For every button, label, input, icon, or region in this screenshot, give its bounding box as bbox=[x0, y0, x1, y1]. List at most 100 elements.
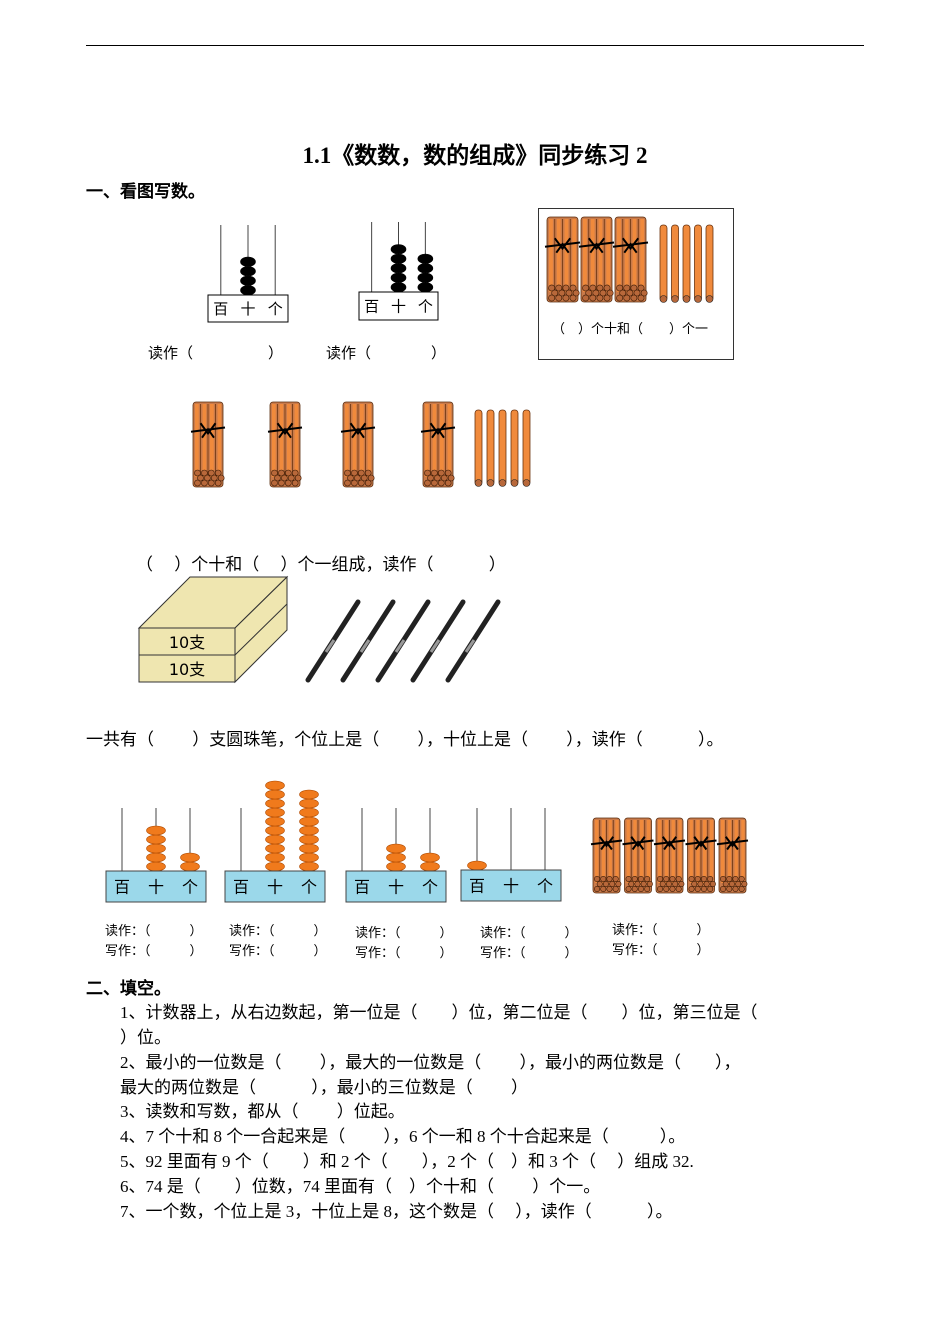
read-3: 读作：（ ） bbox=[355, 926, 453, 941]
abacus-frame bbox=[105, 870, 207, 903]
bundle-end bbox=[665, 880, 672, 887]
bundle-box bbox=[538, 208, 734, 360]
bundle-end bbox=[732, 885, 739, 892]
box-bundle bbox=[612, 216, 649, 303]
abacus-1: 百十个 bbox=[207, 225, 289, 323]
question-2a: 2、最小的一位数是（ ），最大的一位数是（ ），最小的两位数是（ ）， bbox=[120, 1053, 741, 1072]
abacus-bottom-3: 百十个 bbox=[345, 808, 447, 903]
bundle-end bbox=[444, 479, 452, 487]
bundle-end bbox=[589, 284, 597, 292]
bundle-stick bbox=[367, 404, 372, 477]
bundle-tie bbox=[420, 422, 456, 439]
bundle-stick bbox=[624, 219, 629, 292]
bundle-end bbox=[626, 289, 634, 297]
bundle-end bbox=[720, 885, 727, 892]
bundle-stick bbox=[615, 820, 619, 883]
bundle-end bbox=[284, 469, 292, 477]
section2-heading: 二、填空。 bbox=[86, 979, 171, 998]
abacus-bead bbox=[265, 834, 285, 845]
box-layer-1 bbox=[138, 627, 236, 656]
bundle-stick bbox=[425, 404, 429, 477]
write-2: 写作：（ ） bbox=[229, 944, 327, 959]
bottom-bundle bbox=[653, 817, 686, 894]
bundle-end bbox=[672, 880, 679, 887]
header-rule bbox=[86, 45, 864, 46]
bundle-stick bbox=[595, 820, 599, 883]
abacus-bead bbox=[180, 852, 200, 863]
bundle-end bbox=[646, 880, 653, 887]
write-4: 写作：（ ） bbox=[480, 946, 578, 961]
bundle-end bbox=[631, 875, 638, 882]
bundle-stick bbox=[447, 404, 452, 477]
abacus2-caption: 读作（ ） bbox=[326, 344, 447, 362]
abacus-bead bbox=[146, 852, 166, 863]
pen-band bbox=[324, 639, 336, 653]
abacus-bottom-2: 百十个 bbox=[224, 780, 326, 903]
box-stick bbox=[694, 224, 702, 303]
stick-body bbox=[510, 409, 519, 486]
bundle-end bbox=[663, 875, 670, 882]
bundle-end bbox=[562, 284, 570, 292]
bundle-end bbox=[347, 474, 354, 482]
bottom-bundle bbox=[590, 817, 623, 894]
bundle-end bbox=[609, 880, 616, 887]
bundle-end bbox=[700, 885, 707, 892]
abacus-frame bbox=[224, 870, 326, 903]
row2-bundle bbox=[267, 401, 303, 488]
row2-bundle bbox=[420, 401, 456, 488]
bundle-stick bbox=[287, 404, 291, 477]
place-label: 百 bbox=[469, 877, 485, 896]
bundle-end bbox=[738, 885, 745, 892]
bundle-stick bbox=[590, 219, 595, 292]
row2-stick bbox=[474, 409, 483, 487]
abacus-frame bbox=[460, 869, 562, 902]
row2-bundle bbox=[190, 401, 226, 488]
abacus-bead bbox=[390, 263, 407, 274]
stick-end bbox=[694, 295, 702, 303]
bundle-tie bbox=[544, 237, 581, 254]
bundle-end bbox=[211, 474, 218, 482]
pencil-question: 一共有（ ）支圆珠笔，个位上是（ ），十位上是（ ），读作（ ）。 bbox=[86, 730, 724, 749]
bundle-end bbox=[634, 880, 641, 887]
bundle-end bbox=[722, 880, 729, 887]
bundle-end bbox=[606, 875, 613, 882]
bundle-stick bbox=[195, 404, 199, 477]
bundle-stick bbox=[564, 219, 569, 292]
abacus-bead bbox=[299, 834, 319, 845]
pen-band bbox=[429, 639, 441, 653]
abacus-bottom-1: 百十个 bbox=[105, 808, 207, 903]
bundle-stick bbox=[709, 820, 714, 883]
bundle-stick bbox=[721, 820, 725, 883]
stick-end bbox=[498, 479, 507, 487]
bundle-end bbox=[616, 294, 624, 302]
place-label: 个 bbox=[537, 877, 553, 896]
bundle-end bbox=[623, 294, 631, 302]
box-stick bbox=[705, 224, 714, 303]
bundle-end bbox=[214, 479, 222, 487]
bundle-end bbox=[562, 294, 570, 302]
bundle-end bbox=[569, 284, 577, 292]
bundle-end bbox=[194, 479, 201, 487]
bundle-end bbox=[424, 479, 431, 487]
bundle-end bbox=[732, 875, 739, 882]
bundle-end bbox=[637, 875, 644, 882]
bundle-end bbox=[697, 880, 704, 887]
bottom-bundle bbox=[685, 817, 717, 894]
abacus-bead bbox=[180, 861, 200, 872]
place-label: 百 bbox=[364, 298, 379, 316]
bundle-end bbox=[625, 885, 632, 892]
bundle-end bbox=[633, 289, 641, 297]
write-5: 写作：（ ） bbox=[612, 943, 710, 958]
box-stick bbox=[682, 224, 691, 303]
bundle-end bbox=[217, 474, 225, 482]
abacus-bead bbox=[265, 807, 285, 818]
bundle-end bbox=[360, 474, 368, 482]
stick-end bbox=[510, 479, 519, 487]
stick-end bbox=[486, 479, 495, 487]
bundle-end bbox=[596, 880, 603, 887]
abacus-bead bbox=[386, 852, 406, 863]
box-label: 10支 bbox=[169, 633, 205, 652]
bottom-bundle bbox=[716, 817, 749, 894]
bundle-end bbox=[602, 880, 609, 887]
bundle-stick bbox=[671, 820, 675, 883]
